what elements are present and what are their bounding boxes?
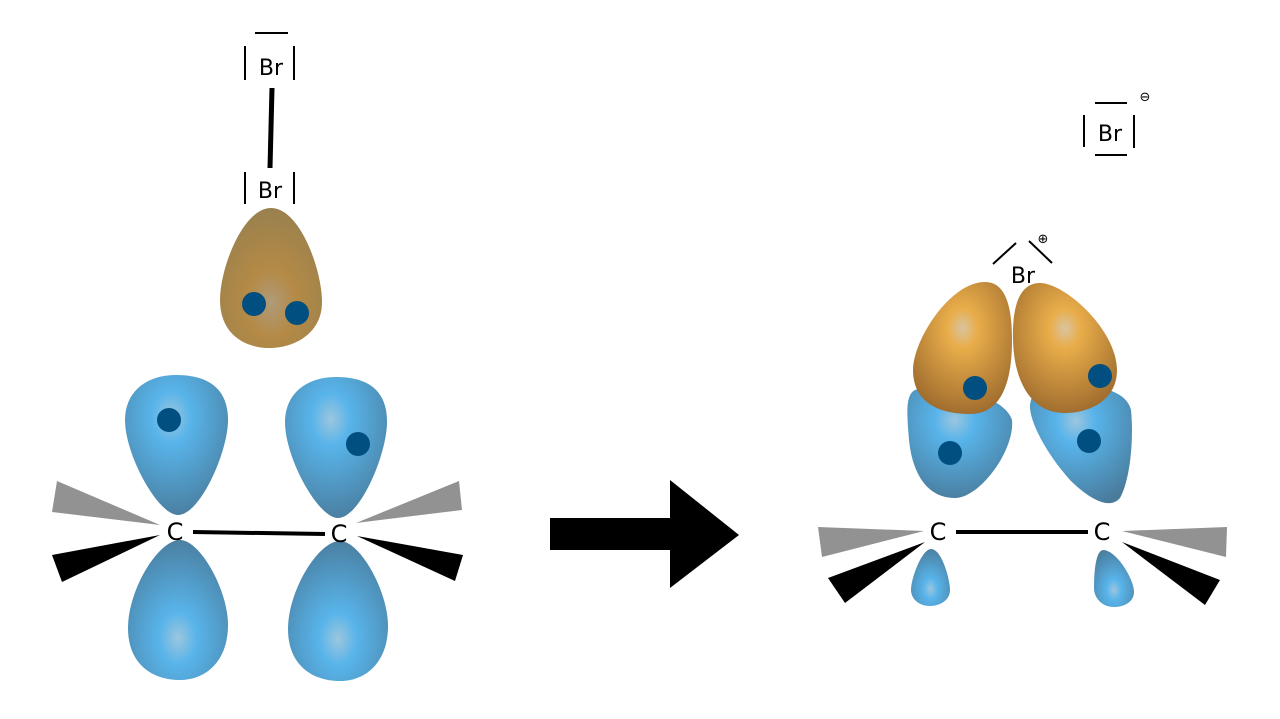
hashed-wedge-bond xyxy=(52,481,160,525)
p-orbital-left-overlap xyxy=(907,386,1013,498)
electron-dot xyxy=(1077,429,1101,453)
electron-dot xyxy=(938,441,962,465)
positive-charge: ⊕ xyxy=(1038,232,1049,247)
p-orbital-upper-left xyxy=(125,375,228,515)
bromonium-label: Br xyxy=(1011,264,1036,289)
lone-pair-bar xyxy=(992,242,1017,265)
solid-wedge-bond xyxy=(1122,542,1220,605)
bromonium-ion: Br ⊕ xyxy=(992,232,1053,289)
reaction-arrow xyxy=(550,480,739,588)
carbon-left-label: C xyxy=(930,518,947,546)
hashed-wedge-bond xyxy=(818,527,924,557)
br-br-bond xyxy=(267,87,275,169)
bromine-top-label: Br xyxy=(259,56,284,81)
right-panel: Br ⊖ Br ⊕ C C xyxy=(818,90,1227,607)
left-panel: Br Br C C xyxy=(52,32,463,681)
bromine-bottom-label: Br xyxy=(258,179,283,204)
electron-dot xyxy=(285,301,309,325)
negative-charge: ⊖ xyxy=(1140,90,1151,105)
c-c-bond xyxy=(192,530,326,536)
electron-dot xyxy=(963,376,987,400)
carbon-right-label: C xyxy=(331,520,348,548)
bromide-label: Br xyxy=(1098,122,1123,147)
hashed-wedge-bond xyxy=(1122,527,1227,557)
p-orbital-lower-left-small xyxy=(911,549,950,606)
electron-dot xyxy=(1088,364,1112,388)
lone-pair-bar xyxy=(1028,240,1053,264)
solid-wedge-bond xyxy=(357,536,463,581)
p-orbital-lower-right-small xyxy=(1094,549,1134,607)
bromine-orbital-right xyxy=(1012,283,1117,413)
carbon-right-label: C xyxy=(1094,518,1111,546)
solid-wedge-bond xyxy=(828,542,925,603)
electron-dot xyxy=(346,432,370,456)
electron-dot xyxy=(157,408,181,432)
p-orbital-lower-right xyxy=(288,541,388,681)
p-orbital-upper-right xyxy=(285,377,387,518)
p-orbital-lower-left xyxy=(128,540,228,680)
bromine-top: Br xyxy=(244,32,295,81)
arrow-shaft xyxy=(550,518,672,550)
carbon-left-label: C xyxy=(167,518,184,546)
bromine-orbital-lobe xyxy=(220,208,322,348)
electron-dot xyxy=(242,292,266,316)
arrow-head xyxy=(670,480,739,588)
bromide-anion: Br ⊖ xyxy=(1083,90,1151,156)
bromine-orbital-left xyxy=(913,282,1012,414)
solid-wedge-bond xyxy=(52,535,160,582)
hashed-wedge-bond xyxy=(356,481,462,523)
bromine-bottom: Br xyxy=(244,172,295,204)
bromine-lone-pair-orbital xyxy=(220,208,322,348)
